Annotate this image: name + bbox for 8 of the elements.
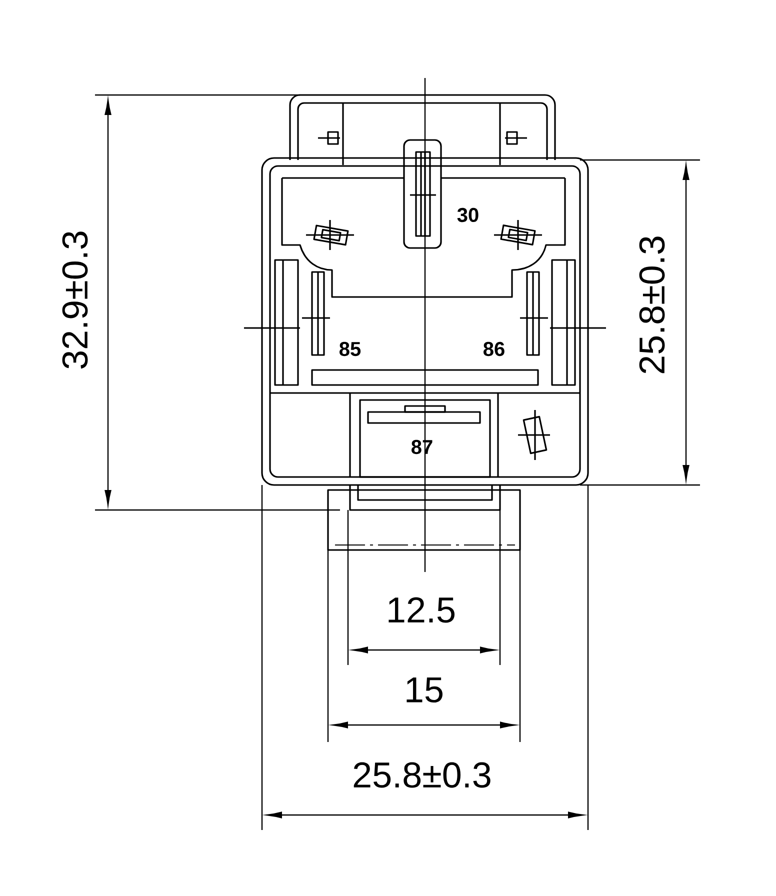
dimension-label: 32.9±0.3: [62, 232, 88, 369]
dimension-label: 15: [406, 677, 442, 703]
dimension-label: 25.8±0.3: [639, 236, 665, 374]
dimension-label: 12.5: [388, 597, 455, 623]
pin-label: 30: [457, 208, 478, 222]
pin-label: 85: [340, 342, 361, 356]
dimension-label: 25.8±0.3: [354, 762, 490, 788]
pin-label: 86: [484, 342, 504, 356]
